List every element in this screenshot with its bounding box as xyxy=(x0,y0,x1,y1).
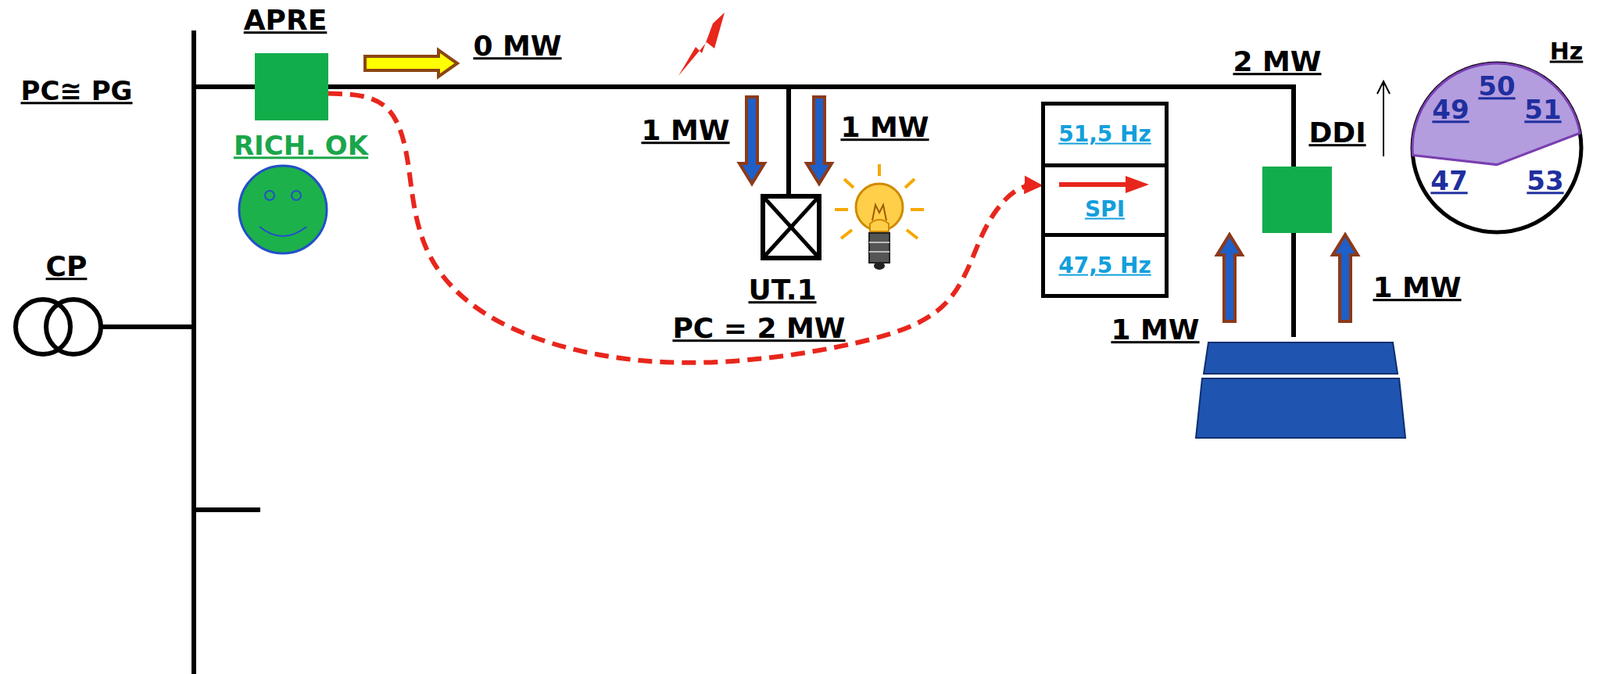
power-value: 0 MW xyxy=(472,30,562,62)
winding-circle xyxy=(15,299,71,355)
node-label: 47,5 Hz xyxy=(1058,254,1152,279)
solar-panel xyxy=(1203,342,1398,374)
light-ray xyxy=(844,178,854,188)
node-text: PC = 2 MW xyxy=(672,312,845,344)
light-ray xyxy=(905,178,915,188)
load-cross xyxy=(762,196,820,258)
light-ray xyxy=(906,229,918,239)
bulb-neck xyxy=(869,219,889,232)
winding-circle xyxy=(46,299,101,355)
bulb-filament xyxy=(872,204,887,221)
node-label: 51,5 Hz xyxy=(1058,122,1152,147)
power-value: 1 MW xyxy=(640,114,730,147)
frequency-cell: 51,5 Hz xyxy=(1041,101,1169,168)
load-cross xyxy=(762,196,820,258)
bulb-glass xyxy=(855,183,903,231)
generation-arrow xyxy=(1332,234,1358,322)
frequency-cell: 47,5 Hz xyxy=(1041,232,1169,298)
frequency-dial: Hz5049514753 xyxy=(1410,60,1584,235)
bulb-thread xyxy=(869,241,890,244)
power-value: 2 MW xyxy=(1232,46,1321,78)
smiley-eye xyxy=(264,190,275,201)
load-line xyxy=(786,86,792,196)
power-flow-arrow xyxy=(365,50,458,77)
generation-arrow xyxy=(1217,234,1243,322)
lightbulb xyxy=(834,164,924,270)
transformer-symbol: CP xyxy=(13,297,104,357)
node-text: 51 xyxy=(1524,95,1561,125)
load-box-outline xyxy=(762,196,820,258)
dial-band xyxy=(1412,63,1580,165)
trip-arrow xyxy=(1059,182,1128,187)
feeder-line xyxy=(191,84,1296,90)
protection-cell: SPI xyxy=(1041,163,1169,237)
node-text: 50 xyxy=(1478,71,1515,101)
status-label: RICH. OK xyxy=(233,131,369,161)
trip-arrow-head xyxy=(1125,175,1149,194)
node-text: 47 xyxy=(1430,166,1468,196)
light-ray xyxy=(834,207,849,212)
transformer-lead xyxy=(100,324,194,330)
node-label: UT.1 xyxy=(748,274,817,306)
smiley-mouth xyxy=(259,226,307,237)
node-label: DDI xyxy=(1308,117,1366,149)
node-label: SPI xyxy=(1084,197,1125,222)
power-value: 1 MW xyxy=(1110,314,1200,346)
load-box-outline xyxy=(760,193,822,261)
load-box: UT.1PC = 2 MW xyxy=(760,193,822,261)
light-ray xyxy=(910,207,924,212)
bulb-thread xyxy=(869,250,890,253)
balance-note: PC≅ PG xyxy=(20,76,133,106)
signal-connector xyxy=(328,93,1042,363)
power-value: 1 MW xyxy=(1372,272,1461,304)
node-text: 53 xyxy=(1526,166,1564,196)
feeder-stub xyxy=(193,507,261,512)
solar-panel xyxy=(1195,378,1406,438)
load-arrow xyxy=(806,96,832,184)
load-arrow xyxy=(739,96,765,184)
busbar xyxy=(191,30,197,674)
node-text: 49 xyxy=(1431,95,1469,125)
transformer-symbol-outline xyxy=(13,297,104,357)
direction-arrow xyxy=(1382,82,1385,157)
node-label: CP xyxy=(46,250,88,283)
dial-face xyxy=(1412,63,1582,233)
bulb-tip xyxy=(873,261,885,270)
node-label: APRE xyxy=(243,4,328,36)
ddi-box: DDI xyxy=(1262,166,1332,233)
smiley-face xyxy=(239,165,327,254)
bulb-base xyxy=(869,232,890,263)
fault-symbol xyxy=(678,12,725,76)
power-value: 1 MW xyxy=(840,111,929,144)
apre-box: APRE xyxy=(254,53,329,121)
light-ray xyxy=(877,164,881,176)
direction-arrow-head xyxy=(1377,81,1390,94)
smiley-eye xyxy=(291,190,301,201)
node-label: Hz xyxy=(1549,38,1584,65)
light-ray xyxy=(841,229,852,239)
